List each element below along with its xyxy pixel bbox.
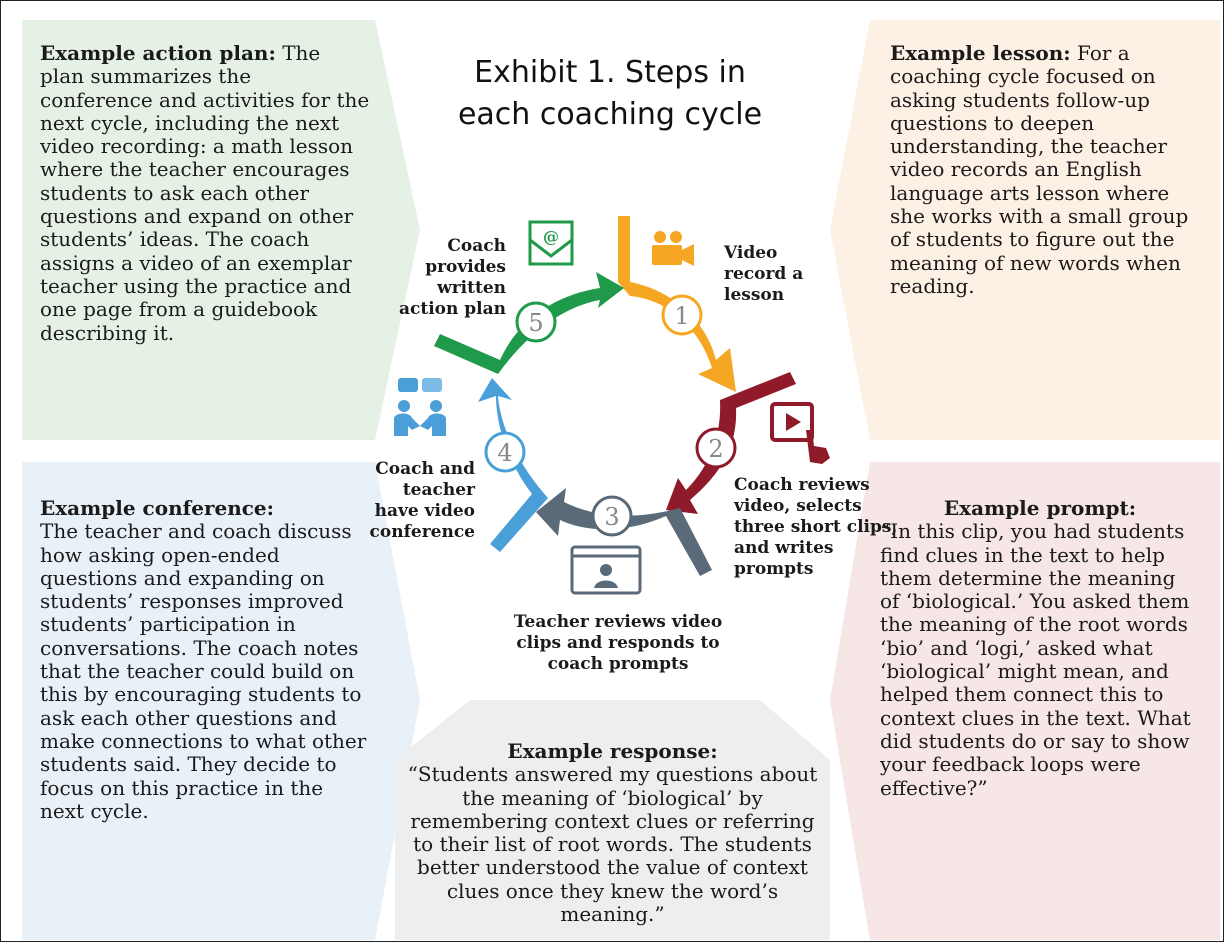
svg-text:4: 4 xyxy=(497,439,512,467)
svg-text:2: 2 xyxy=(708,435,723,463)
step-1-number: 1 xyxy=(661,294,703,336)
action-plan-body: The plan summarizes the conference and a… xyxy=(40,41,370,345)
prompt-panel-bg xyxy=(830,462,1220,940)
video-camera-icon xyxy=(652,231,694,266)
step-3-arrow xyxy=(536,488,712,576)
lesson-body: For a coaching cycle focused on asking s… xyxy=(890,41,1189,298)
step-2-label: Coach reviews video, selects three short… xyxy=(734,475,898,579)
prompt-panel: Example prompt: “In this clip, you had s… xyxy=(880,496,1200,800)
step-4-label: Coach and teacher have video conference xyxy=(369,459,475,542)
step-2-number: 2 xyxy=(695,427,737,469)
video-screen-person-icon xyxy=(570,545,642,595)
response-body: “Students answered my questions about th… xyxy=(407,762,818,927)
step-1-label: Video record a lesson xyxy=(724,243,804,305)
prompt-body: “In this clip, you had students find clu… xyxy=(880,519,1191,800)
step-3-number: 3 xyxy=(591,495,633,537)
conference-body: The teacher and coach discuss how asking… xyxy=(40,519,367,823)
svg-text:3: 3 xyxy=(604,503,619,531)
step-5-label: Coach provides written action plan xyxy=(398,236,506,319)
email-envelope-icon: @ xyxy=(528,220,574,266)
prompt-heading: Example prompt: xyxy=(943,496,1137,520)
action-plan-panel-bg xyxy=(22,20,420,440)
svg-text:1: 1 xyxy=(674,302,689,330)
action-plan-panel: Example action plan: The plan summarizes… xyxy=(40,41,370,345)
step-3-label: Teacher reviews video clips and responds… xyxy=(513,612,723,674)
action-plan-heading: Example action plan: xyxy=(40,41,276,65)
step-5-number: 5 xyxy=(515,301,557,343)
step-4-arrow xyxy=(478,378,548,552)
conference-heading: Example conference: xyxy=(40,496,275,520)
conference-panel: Example conference: The teacher and coac… xyxy=(40,496,370,823)
conference-panel-bg xyxy=(22,462,420,940)
conversation-people-icon xyxy=(394,378,446,436)
svg-text:@: @ xyxy=(543,227,559,246)
svg-text:5: 5 xyxy=(528,309,543,337)
response-panel-bg xyxy=(395,700,830,940)
step-4-number: 4 xyxy=(484,431,526,473)
lesson-heading: Example lesson: xyxy=(890,41,1071,65)
lesson-panel-bg xyxy=(830,20,1220,440)
lesson-panel: Example lesson: For a coaching cycle foc… xyxy=(890,41,1195,298)
video-play-click-icon xyxy=(770,402,830,464)
page-title: Exhibit 1. Steps in each coaching cycle xyxy=(457,55,763,132)
response-panel: Example response: “Students answered my … xyxy=(405,739,820,927)
response-heading: Example response: xyxy=(507,739,718,763)
